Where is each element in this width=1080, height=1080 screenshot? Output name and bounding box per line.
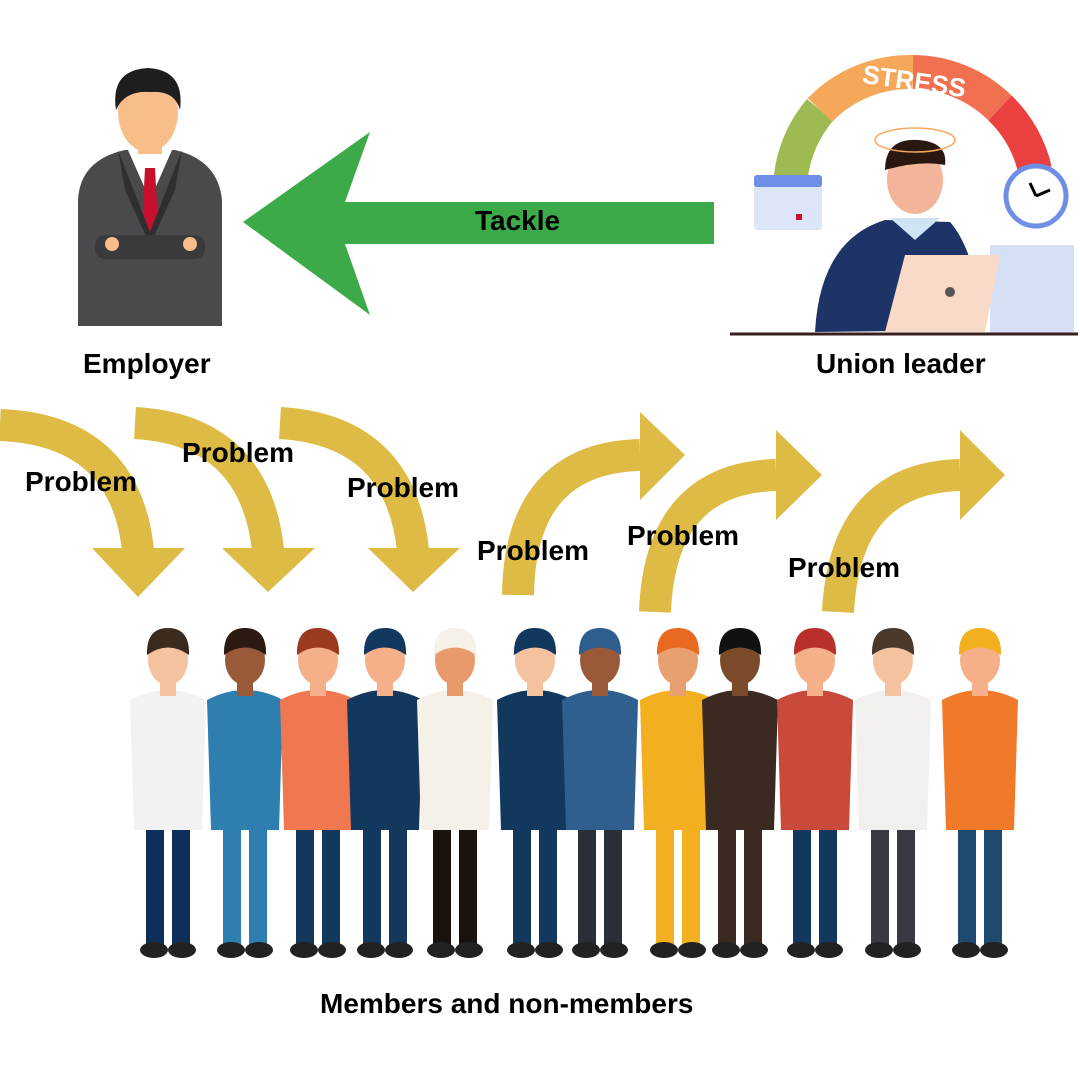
problem-label: Problem (182, 437, 295, 468)
problem-arrow (639, 430, 822, 613)
worker-figure (497, 628, 573, 958)
worker-figure (347, 628, 423, 958)
worker-figure (417, 628, 493, 958)
union-leader-illustration: STRESS (730, 54, 1078, 336)
problem-label: Problem (477, 535, 590, 566)
problem-arrows (0, 407, 1005, 614)
problem-label: Problem (25, 466, 138, 497)
problem-label: Problem (347, 472, 460, 503)
worker-figure (130, 628, 206, 958)
employer-label: Employer (83, 348, 211, 379)
workers-group (130, 628, 1018, 958)
worker-figure (640, 628, 716, 958)
problem-label: Problem (788, 552, 901, 583)
members-label: Members and non-members (320, 988, 694, 1019)
problem-arrow (278, 407, 460, 592)
problem-arrow (502, 412, 685, 596)
problem-label: Problem (627, 520, 740, 551)
tackle-arrow (243, 132, 714, 315)
worker-figure (942, 628, 1018, 958)
problem-arrow (822, 430, 1005, 614)
union-leader-label: Union leader (816, 348, 986, 379)
worker-figure (855, 628, 931, 958)
problem-arrow (133, 407, 315, 592)
tackle-label: Tackle (475, 205, 561, 236)
worker-figure (207, 628, 283, 958)
worker-figure (702, 628, 778, 958)
worker-figure (777, 628, 853, 958)
employer-illustration (78, 68, 222, 326)
problem-arrow (0, 409, 185, 597)
worker-figure (280, 628, 356, 958)
worker-figure (562, 628, 638, 958)
